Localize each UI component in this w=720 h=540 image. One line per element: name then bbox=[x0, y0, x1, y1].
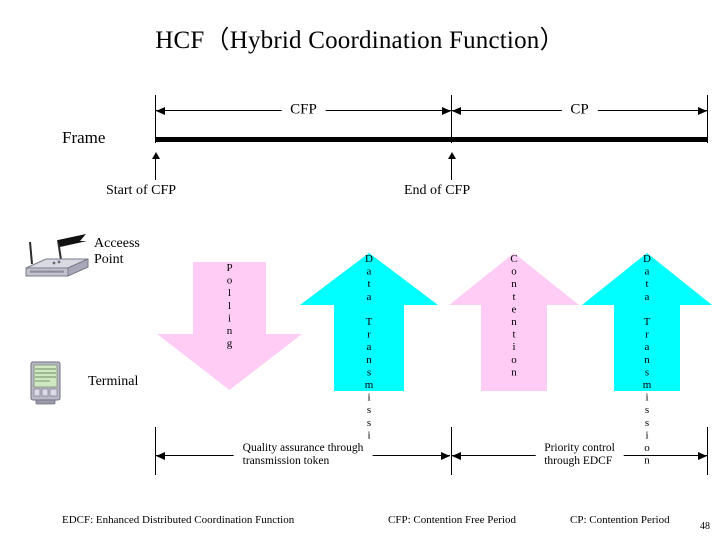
access-point-label-line2: Point bbox=[94, 251, 124, 267]
flow-arrow-data-transmission-2: Data Transmission bbox=[582, 253, 712, 467]
annotation-caption-cfp: Quality assurance through transmission t… bbox=[233, 442, 373, 468]
terminal-icon bbox=[28, 361, 64, 405]
period-span-cfp: CFP bbox=[156, 101, 451, 119]
annotation-caption-cp: Priority control through EDCF bbox=[535, 442, 624, 468]
flow-arrow-contention: Contention bbox=[449, 253, 579, 391]
page-title: HCF（Hybrid Coordination Function） bbox=[155, 27, 565, 54]
page-number: 48 bbox=[700, 521, 710, 532]
marker-label-start: Start of CFP bbox=[106, 183, 177, 198]
access-point-icon bbox=[8, 232, 90, 280]
timeline-tick-start bbox=[155, 95, 156, 143]
period-span-cp: CP bbox=[452, 101, 707, 119]
annotation-span-cfp: Quality assurance through transmission t… bbox=[156, 442, 450, 468]
frame-bar bbox=[155, 137, 708, 142]
annotation-cp-line2: through EDCF bbox=[544, 455, 613, 467]
marker-label-end: End of CFP bbox=[404, 183, 471, 198]
legend-item-cp: CP: Contention Period bbox=[570, 514, 670, 526]
annotation-tick-right bbox=[707, 427, 708, 475]
marker-pointer-start bbox=[151, 152, 160, 180]
legend-item-cfp: CFP: Contention Free Period bbox=[388, 514, 517, 526]
terminal-label: Terminal bbox=[88, 374, 139, 389]
annotation-tick-mid bbox=[451, 427, 452, 475]
timeline-tick-mid bbox=[451, 95, 452, 143]
annotation-span-cp: Priority control through EDCF bbox=[452, 442, 707, 468]
period-label-cfp: CFP bbox=[281, 101, 326, 119]
marker-pointer-end bbox=[447, 152, 456, 180]
annotation-cfp-line1: Quality assurance through bbox=[242, 442, 364, 455]
legend-item-edcf: EDCF: Enhanced Distributed Coordination … bbox=[62, 514, 295, 526]
flow-arrow-polling: Polling bbox=[157, 262, 302, 390]
period-label-cp: CP bbox=[561, 101, 598, 119]
annotation-tick-left bbox=[155, 427, 156, 475]
frame-label: Frame bbox=[62, 128, 106, 147]
annotation-cp-line1: Priority control bbox=[544, 442, 615, 455]
annotation-cfp-line2: transmission token bbox=[242, 455, 330, 467]
access-point-label: Acceess Point bbox=[94, 236, 140, 267]
timeline-tick-end bbox=[707, 95, 708, 143]
access-point-label-line1: Acceess bbox=[94, 236, 140, 251]
flow-arrow-data-transmission-1: Data Transmission bbox=[300, 253, 438, 467]
